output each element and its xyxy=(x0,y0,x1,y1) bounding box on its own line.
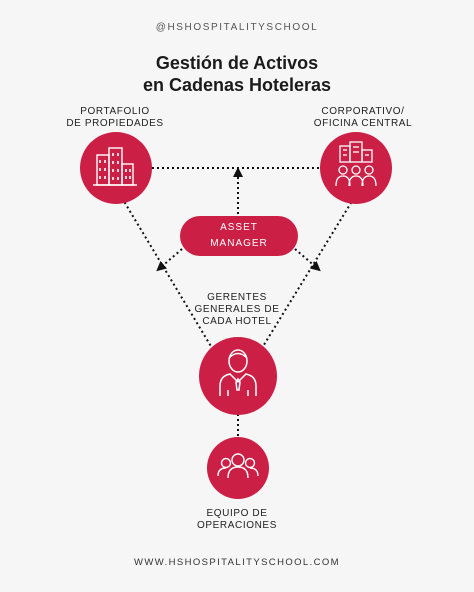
asset-manager-label: ASSET MANAGER xyxy=(180,220,298,252)
connector-corporativo-gerentes xyxy=(261,197,355,349)
equipo-label: EQUIPO DE OPERACIONES xyxy=(165,508,309,532)
corporativo-label: CORPORATIVO/ OFICINA CENTRAL xyxy=(283,106,443,130)
title-line-2: en Cadenas Hoteleras xyxy=(142,75,332,95)
social-handle: @HSHOSPITALITYSCHOOL xyxy=(155,22,319,33)
portafolio-label: PORTAFOLIO DE PROPIEDADES xyxy=(40,106,190,130)
connector-portafolio-gerentes xyxy=(121,197,213,349)
equipo-label-line-2: OPERACIONES xyxy=(197,520,277,531)
asset-manager-pill xyxy=(180,216,298,256)
team-icon xyxy=(217,453,259,479)
arrow-am-to-right xyxy=(294,248,321,272)
gerentes-label-line-1: GERENTES xyxy=(207,292,267,303)
asset-manager-label-line-2: MANAGER xyxy=(210,238,268,249)
gerentes-label-line-3: CADA HOTEL xyxy=(202,316,272,327)
corporativo-node xyxy=(320,132,392,204)
gerentes-label-line-2: GENERALES DE xyxy=(194,304,280,315)
footer-url[interactable]: WWW.HSHOSPITALITYSCHOOL.COM xyxy=(134,557,340,568)
corporativo-label-line-2: OFICINA CENTRAL xyxy=(313,118,413,129)
corporativo-label-line-1: CORPORATIVO/ xyxy=(321,106,405,117)
portafolio-label-line-2: DE PROPIEDADES xyxy=(66,118,164,129)
gerentes-node xyxy=(199,337,277,415)
manager-icon xyxy=(219,349,257,396)
page-title: Gestión de Activos en Cadenas Hoteleras xyxy=(0,52,474,96)
corporate-team-icon xyxy=(335,141,377,187)
equipo-label-line-1: EQUIPO DE xyxy=(206,508,268,519)
equipo-node xyxy=(207,437,269,499)
asset-manager-label-line-1: ASSET xyxy=(220,222,258,233)
gerentes-label: GERENTES GENERALES DE CADA HOTEL xyxy=(165,292,309,328)
portafolio-label-line-1: PORTAFOLIO xyxy=(80,106,150,117)
buildings-icon xyxy=(93,147,137,186)
title-line-1: Gestión de Activos xyxy=(155,53,319,73)
arrow-am-to-left xyxy=(156,248,183,272)
portafolio-node xyxy=(80,132,152,204)
